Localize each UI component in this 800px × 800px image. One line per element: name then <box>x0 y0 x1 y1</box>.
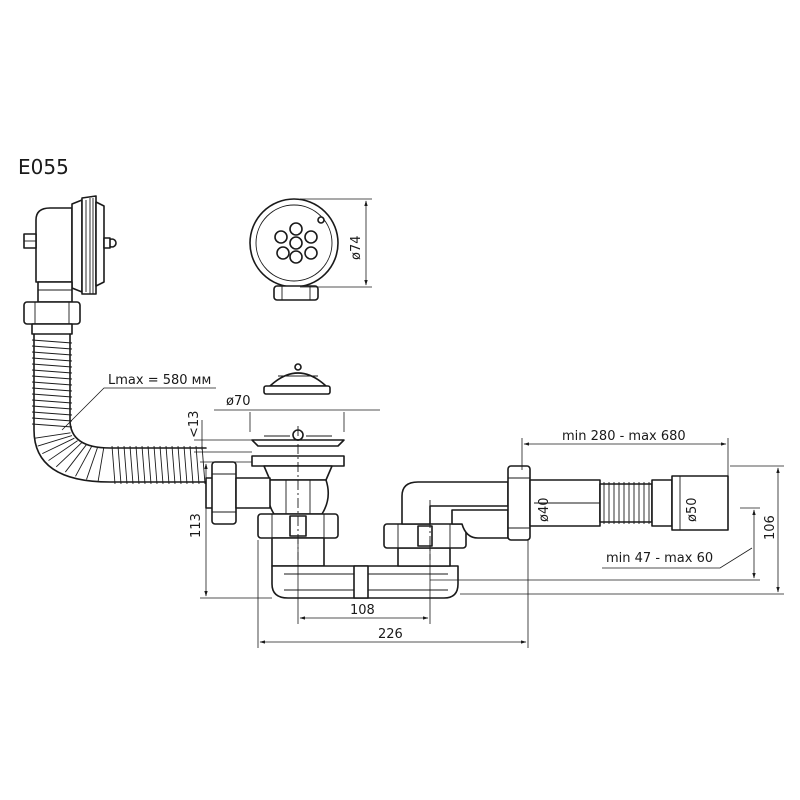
cap-height-label: <13 <box>187 411 202 438</box>
hose-rib <box>31 351 73 356</box>
siphon-trap <box>271 523 467 599</box>
hose-rib <box>123 445 128 485</box>
hose-rib <box>135 445 140 485</box>
hose-rib <box>147 445 152 485</box>
hose-rib <box>31 387 73 392</box>
hose-rib <box>97 447 105 482</box>
drain-spacing-label: 108 <box>350 603 375 618</box>
hose-rib <box>111 445 116 485</box>
hose-rib <box>31 381 73 386</box>
drain-body <box>205 429 345 539</box>
hose-rib <box>34 432 71 439</box>
hose-rib <box>177 445 182 485</box>
hose-rib <box>86 446 99 480</box>
hose-length-label: Lmax = 580 мм <box>108 373 211 388</box>
hose-rib <box>48 440 78 461</box>
hose-rib <box>31 357 73 362</box>
overflow-assembly <box>23 195 117 335</box>
outlet-length-label: min 280 - max 680 <box>562 429 686 444</box>
hose-rib <box>31 339 73 344</box>
hose-rib <box>159 445 164 485</box>
hose-rib <box>31 399 73 404</box>
hose-rib <box>75 445 93 477</box>
hose-rib <box>141 445 146 485</box>
strainer-diameter-label: ø70 <box>226 394 251 409</box>
hose-rib <box>31 417 73 422</box>
hose-rib <box>189 445 194 485</box>
hose-rib <box>31 393 73 398</box>
corrugated-hose <box>31 333 207 485</box>
outlet-height-label: 106 <box>763 515 778 540</box>
hose-rib <box>129 445 134 485</box>
hose-rib <box>183 445 188 485</box>
hose-rib <box>42 437 75 455</box>
hose-rib <box>165 445 170 485</box>
hose-rib <box>64 444 87 473</box>
hose-rib <box>171 445 176 485</box>
cap-diameter-label: ø74 <box>349 236 364 261</box>
outlet-offset-label: min 47 - max 60 <box>606 551 713 566</box>
pipe-50-label: ø50 <box>685 498 700 523</box>
outlet-pipe <box>401 465 729 541</box>
hose-rib <box>31 369 73 374</box>
total-width-label: 226 <box>378 627 403 642</box>
drain-cap-top-view <box>249 198 339 301</box>
hose-rib <box>31 345 73 350</box>
pipe-40-label: ø40 <box>537 498 552 523</box>
stopper <box>263 363 331 395</box>
overall-height-label: 113 <box>189 513 204 538</box>
hose-rib <box>117 445 122 485</box>
hose-rib <box>153 445 158 485</box>
hose-rib <box>31 411 73 416</box>
hose-rib <box>37 435 73 447</box>
hose-rib <box>55 442 83 468</box>
model-title: E055 <box>18 155 69 179</box>
hose-rib <box>31 363 73 368</box>
hose-rib <box>31 405 73 410</box>
hose-rib <box>31 375 73 380</box>
